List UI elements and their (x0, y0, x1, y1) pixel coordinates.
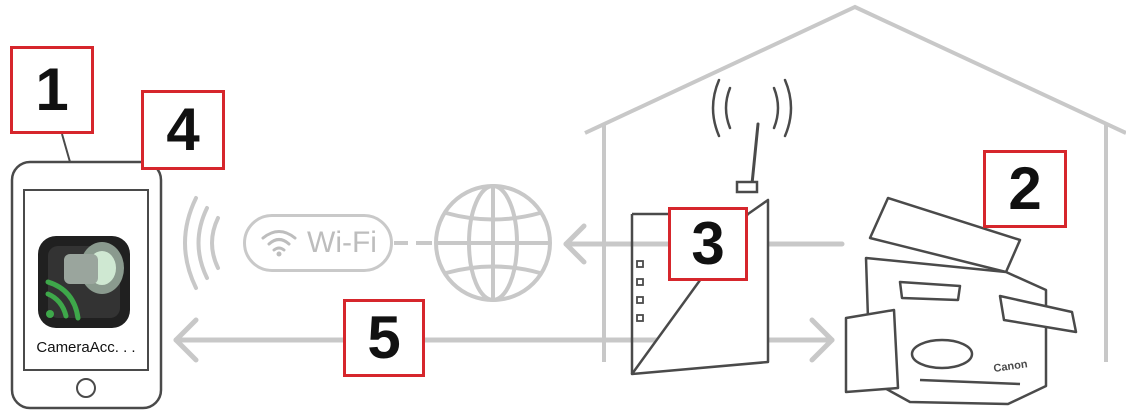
wifi-icon (261, 230, 297, 257)
camera-access-app-icon (38, 236, 130, 328)
step-3-box: 3 (668, 207, 748, 281)
globe-icon (434, 184, 552, 302)
wifi-badge: Wi-Fi (243, 214, 393, 272)
wifi-label: Wi-Fi (307, 226, 377, 259)
app-label: CameraAcc. . . (36, 339, 136, 356)
step-1-box: 1 (10, 46, 94, 134)
camcorder-icon: Canon (844, 196, 1078, 406)
step-2-box: 2 (983, 150, 1067, 228)
wireless-waves-icon (183, 196, 220, 290)
step-4-box: 4 (141, 90, 225, 170)
camera-brand-logo: Canon (993, 358, 1029, 375)
step-5-box: 5 (343, 299, 425, 377)
